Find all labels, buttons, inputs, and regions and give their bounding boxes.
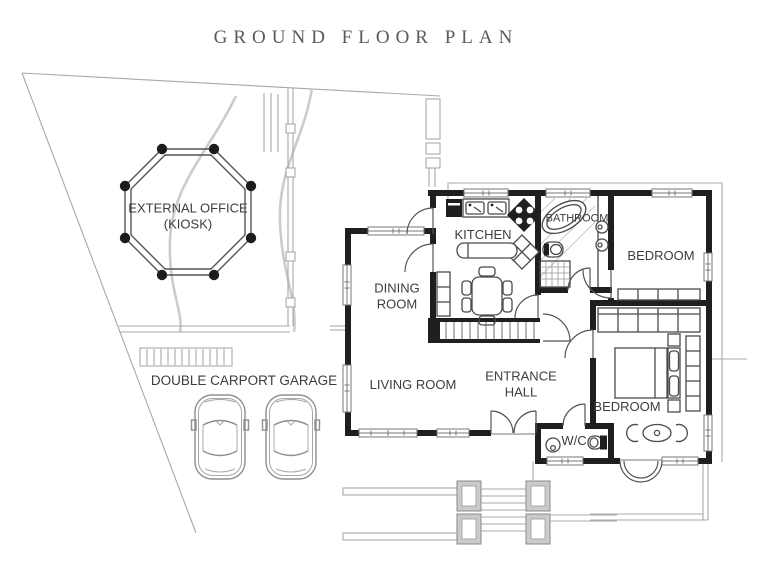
room-label-bathroom: BATHROOM xyxy=(545,212,609,225)
nightstand-icon xyxy=(667,333,681,347)
sideboard-icon xyxy=(436,271,451,317)
kiosk-label-line2: (KIOSK) xyxy=(163,216,213,231)
window xyxy=(367,226,425,236)
window xyxy=(546,456,584,466)
bedroom-bottom-fixtures xyxy=(597,307,701,443)
island-counter-icon xyxy=(456,242,518,259)
window xyxy=(661,456,699,466)
car-icon xyxy=(261,394,321,480)
dining-label-line1: DINING xyxy=(374,280,420,296)
bed-icon xyxy=(614,333,681,413)
window xyxy=(358,428,418,438)
entrance-label-line2: HALL xyxy=(504,384,538,399)
dining-table-icon xyxy=(461,266,513,326)
room-label-entrance: ENTRANCE HALL xyxy=(485,368,557,399)
car-icon xyxy=(190,394,250,480)
shelf-row xyxy=(617,288,701,301)
garden-steps xyxy=(139,347,233,367)
window xyxy=(703,252,713,282)
window xyxy=(703,414,713,452)
window xyxy=(651,188,693,198)
window xyxy=(545,188,591,198)
property-boundary xyxy=(21,72,441,534)
kiosk-octagon xyxy=(119,143,257,281)
wc-toilet-icon xyxy=(587,435,607,450)
plan-title: GROUND FLOOR PLAN xyxy=(213,27,519,48)
gate-pillars xyxy=(425,98,441,187)
kiosk-label: EXTERNAL OFFICE (KIOSK) xyxy=(128,200,247,231)
porch-steps xyxy=(481,488,526,532)
room-label-kitchen: KITCHEN xyxy=(454,227,512,243)
kitchen-fixtures xyxy=(436,198,541,326)
window xyxy=(436,428,470,438)
staircase xyxy=(445,322,535,339)
wardrobe-icon xyxy=(685,335,701,412)
toilet-icon xyxy=(542,241,564,258)
bathtub-icon xyxy=(541,199,587,235)
shower-icon xyxy=(539,260,571,288)
closet-row xyxy=(597,307,701,333)
window xyxy=(463,188,509,198)
porch-pillar xyxy=(456,480,551,545)
kiosk-label-line1: EXTERNAL OFFICE xyxy=(128,200,248,216)
room-label-living: LIVING ROOM xyxy=(369,377,457,393)
patio-lines xyxy=(590,464,709,521)
carport-cars xyxy=(190,394,321,480)
house-walls xyxy=(345,190,712,464)
dining-label-line2: ROOM xyxy=(376,296,418,311)
nightstand-icon xyxy=(667,399,681,413)
doors xyxy=(404,207,663,483)
garage-label: DOUBLE CARPORT GARAGE xyxy=(150,372,338,388)
window xyxy=(342,364,352,413)
bathroom-fixtures xyxy=(539,196,609,288)
entrance-label-line1: ENTRANCE xyxy=(485,368,557,384)
double-sink-icon xyxy=(462,198,510,218)
room-label-dining: DINING ROOM xyxy=(374,280,420,311)
fence xyxy=(119,88,296,333)
bedroom-top-fixtures xyxy=(617,288,701,301)
windows xyxy=(342,188,713,466)
room-label-bedroom-top: BEDROOM xyxy=(627,248,695,264)
stove-icon xyxy=(507,198,541,232)
porch xyxy=(342,480,617,545)
window xyxy=(342,264,352,306)
fridge-icon xyxy=(446,199,462,217)
twin-basins-icon xyxy=(595,196,609,287)
wc-fixtures xyxy=(545,435,607,453)
room-label-wc: W/C xyxy=(561,433,587,449)
room-label-bedroom-bottom: BEDROOM xyxy=(593,399,661,415)
tea-table-icon xyxy=(625,423,689,443)
